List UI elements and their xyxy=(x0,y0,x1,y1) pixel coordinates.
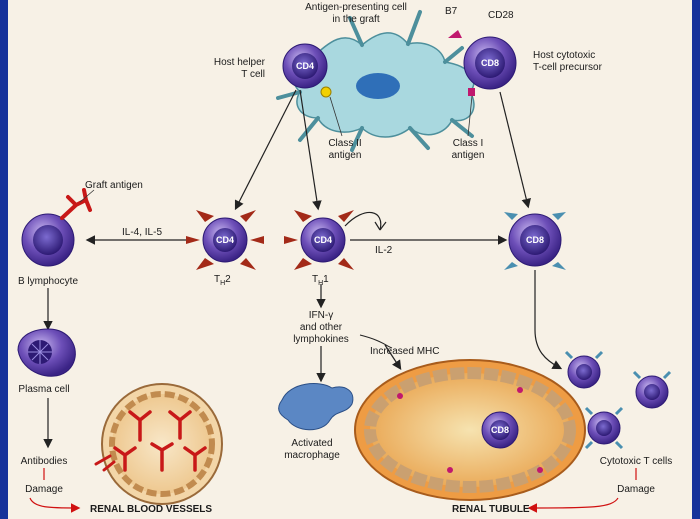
cd8-label-tubule: CD8 xyxy=(491,425,509,435)
class2-label-1: Class II xyxy=(328,138,361,149)
ifn-label-1: IFN-γ xyxy=(309,310,333,321)
antibodies-label: Antibodies xyxy=(21,456,68,467)
cd28-label: CD28 xyxy=(488,10,514,21)
b7-label: B7 xyxy=(445,6,458,17)
host-cytotoxic-label-2: T-cell precursor xyxy=(533,62,603,73)
class1-label-2: antigen xyxy=(452,150,485,161)
host-helper-label-2: T cell xyxy=(241,69,265,80)
graft-antigen-label: Graft antigen xyxy=(85,180,143,191)
plasma-cell-label: Plasma cell xyxy=(18,384,69,395)
apc-label-1: Antigen-presenting cell xyxy=(305,2,407,13)
activated-macrophage xyxy=(278,383,354,431)
damage-left-label: Damage xyxy=(25,484,63,495)
host-cytotoxic-t-cell-precursor: CD8 xyxy=(448,30,517,96)
plasma-cell xyxy=(17,328,76,377)
cd4-label-th1: CD4 xyxy=(314,235,332,245)
increased-mhc-label: Increased MHC xyxy=(370,346,439,357)
th1-cell: CD4 xyxy=(284,210,354,270)
b-lymphocyte-label: B lymphocyte xyxy=(18,276,78,287)
ifn-label-3: lymphokines xyxy=(293,334,349,345)
il2-label: IL-2 xyxy=(375,245,393,256)
il4-il5-label: IL-4, IL-5 xyxy=(122,227,162,238)
th2-cell: CD4 xyxy=(186,210,264,270)
th1-label: TH1 xyxy=(312,274,329,287)
b-lymphocyte xyxy=(21,188,92,267)
cd4-label: CD4 xyxy=(296,61,314,71)
class2-label-2: antigen xyxy=(329,150,362,161)
host-helper-label-1: Host helper xyxy=(214,57,266,68)
ifn-label-2: and other xyxy=(300,322,343,333)
apc-label-2: in the graft xyxy=(332,14,379,25)
antigen-presenting-cell xyxy=(276,10,475,152)
renal-tubule-label: RENAL TUBULE xyxy=(452,504,530,515)
renal-blood-vessels-label: RENAL BLOOD VESSELS xyxy=(90,504,212,515)
cd8-activated-cell: CD8 xyxy=(504,212,566,270)
activated-macrophage-label-2: macrophage xyxy=(284,450,340,461)
renal-tubule: CD8 xyxy=(354,359,586,501)
cd4-label-th2: CD4 xyxy=(216,235,234,245)
damage-right-label: Damage xyxy=(617,484,655,495)
cd8-label-mid: CD8 xyxy=(526,235,544,245)
renal-blood-vessel xyxy=(94,383,223,505)
cd8-label: CD8 xyxy=(481,58,499,68)
th2-label: TH2 xyxy=(214,274,231,287)
cytotoxic-t-cells xyxy=(564,350,672,450)
activated-macrophage-label-1: Activated xyxy=(291,438,332,449)
cd8-in-tubule: CD8 xyxy=(481,411,519,449)
host-helper-t-cell: CD4 xyxy=(282,43,332,98)
host-cytotoxic-label-1: Host cytotoxic xyxy=(533,50,595,61)
class1-label-1: Class I xyxy=(453,138,484,149)
cytotoxic-t-cells-label: Cytotoxic T cells xyxy=(600,456,672,467)
